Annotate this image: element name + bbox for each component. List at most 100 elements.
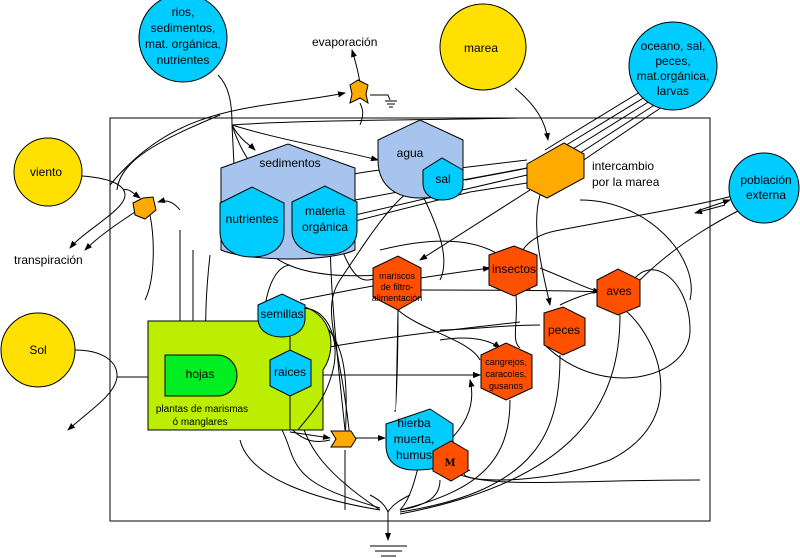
storage-raices[interactable]: raices bbox=[269, 349, 312, 397]
svg-text:alimentación: alimentación bbox=[372, 293, 423, 303]
flow-line bbox=[399, 479, 441, 511]
flow-line bbox=[351, 49, 361, 84]
storage-materia-organica[interactable]: materia orgánica bbox=[291, 185, 358, 256]
intercambio-label-2: por la marea bbox=[592, 175, 660, 189]
flow-line bbox=[536, 194, 552, 306]
flow-line bbox=[231, 124, 256, 151]
source-rios[interactable]: rios, sedimentos, mat. orgánica, nutrien… bbox=[138, 0, 228, 83]
flow-line bbox=[544, 269, 691, 379]
flow-line bbox=[122, 189, 141, 199]
transpiracion-label: transpiración bbox=[14, 253, 83, 267]
flow-line bbox=[449, 469, 701, 483]
consumer-microbes[interactable]: M bbox=[432, 440, 469, 482]
consumer-insectos[interactable]: insectos bbox=[488, 245, 538, 297]
consumer-peces[interactable]: peces bbox=[543, 306, 586, 356]
svg-text:M: M bbox=[444, 458, 455, 469]
producer-hojas[interactable]: hojas bbox=[164, 354, 238, 397]
heat-sink-icon bbox=[370, 545, 407, 557]
system-boundary bbox=[109, 117, 711, 522]
source-poblacion-externa[interactable]: población externa bbox=[728, 152, 800, 224]
flow-line bbox=[84, 211, 136, 251]
flow-line bbox=[239, 439, 381, 511]
flow-line bbox=[387, 494, 411, 513]
transpiration-gate-icon bbox=[132, 196, 157, 220]
flow-line bbox=[419, 189, 531, 261]
svg-text:hierba: hierba bbox=[397, 416, 431, 430]
flow-line bbox=[359, 102, 364, 126]
svg-text:peces: peces bbox=[548, 323, 580, 337]
source-viento[interactable]: viento bbox=[13, 137, 83, 207]
storage-sal[interactable]: sal bbox=[422, 157, 464, 201]
flow-line bbox=[694, 204, 726, 215]
flow-line bbox=[67, 349, 118, 431]
consumer-mariscos[interactable]: mariscos de filtro- alimentación bbox=[372, 255, 423, 311]
svg-text:aves: aves bbox=[606, 284, 631, 298]
svg-text:cangrejos,: cangrejos, bbox=[485, 357, 527, 367]
evaporation-gate-icon bbox=[349, 79, 369, 105]
svg-text:ó manglares: ó manglares bbox=[172, 417, 227, 428]
flow-line bbox=[394, 309, 399, 413]
flow-line bbox=[109, 91, 346, 186]
svg-text:nutrientes: nutrientes bbox=[226, 212, 279, 226]
flow-line bbox=[144, 214, 154, 301]
flow-line bbox=[559, 291, 599, 306]
svg-text:insectos: insectos bbox=[492, 262, 536, 276]
flow-line bbox=[399, 354, 561, 513]
svg-text:Sol: Sol bbox=[29, 343, 46, 357]
svg-text:sedimentos: sedimentos bbox=[259, 156, 320, 170]
svg-text:plantas de marismas: plantas de marismas bbox=[156, 404, 248, 415]
flow-line bbox=[449, 379, 475, 441]
storage-semillas[interactable]: semillas bbox=[257, 293, 306, 338]
flow-line bbox=[519, 195, 733, 261]
flow-line bbox=[579, 199, 692, 301]
flow-line bbox=[157, 197, 181, 211]
svg-text:viento: viento bbox=[30, 165, 62, 179]
svg-text:orgánica: orgánica bbox=[302, 220, 348, 234]
svg-text:sal: sal bbox=[435, 172, 450, 186]
svg-text:materia: materia bbox=[305, 204, 345, 218]
consumer-cangrejos[interactable]: cangrejos, caracoles, gusanos bbox=[480, 342, 533, 401]
svg-text:larvas: larvas bbox=[657, 84, 689, 98]
flow-line bbox=[369, 494, 391, 541]
svg-text:nutrientes: nutrientes bbox=[157, 53, 210, 67]
svg-text:semillas: semillas bbox=[260, 307, 303, 321]
source-oceano[interactable]: oceano, sal, peces, mat.orgánica, larvas bbox=[628, 21, 718, 111]
svg-text:raices: raices bbox=[274, 365, 306, 379]
flow-line bbox=[329, 229, 346, 431]
svg-text:mariscos: mariscos bbox=[379, 271, 416, 281]
svg-text:de filtro-: de filtro- bbox=[381, 282, 414, 292]
svg-text:externa: externa bbox=[746, 188, 786, 202]
svg-text:marea: marea bbox=[464, 41, 498, 55]
flow-line bbox=[514, 87, 550, 141]
consumer-aves[interactable]: aves bbox=[596, 268, 641, 316]
source-sol[interactable]: Sol bbox=[0, 312, 76, 388]
flow-line bbox=[399, 314, 621, 515]
evaporacion-label: evaporación bbox=[312, 35, 377, 49]
flow-line bbox=[699, 199, 731, 211]
flow-line bbox=[370, 94, 391, 101]
tide-exchange-gate[interactable] bbox=[526, 142, 585, 199]
flow-line bbox=[419, 189, 445, 281]
flow-line bbox=[639, 209, 741, 281]
svg-text:oceano, sal,: oceano, sal, bbox=[641, 39, 706, 53]
flow-line bbox=[231, 124, 379, 162]
heat-sink-icon bbox=[385, 100, 397, 108]
svg-text:mat. orgánica,: mat. orgánica, bbox=[145, 37, 221, 51]
svg-text:agua: agua bbox=[397, 146, 424, 160]
svg-text:humus: humus bbox=[396, 448, 432, 462]
flow-line bbox=[116, 114, 221, 191]
svg-text:rios,: rios, bbox=[172, 5, 195, 19]
svg-text:población: población bbox=[740, 173, 791, 187]
flow-line bbox=[464, 167, 528, 181]
svg-text:mat.orgánica,: mat.orgánica, bbox=[637, 69, 710, 83]
storage-nutrientes[interactable]: nutrientes bbox=[219, 186, 285, 258]
flow-line bbox=[397, 309, 481, 361]
svg-text:gusanos: gusanos bbox=[489, 381, 524, 391]
svg-text:hojas: hojas bbox=[186, 367, 215, 381]
intercambio-label-1: intercambio bbox=[592, 159, 654, 173]
svg-text:sedimentos,: sedimentos, bbox=[151, 21, 216, 35]
svg-text:muerta,: muerta, bbox=[394, 432, 435, 446]
flow-line bbox=[539, 267, 601, 294]
source-marea[interactable]: marea bbox=[439, 3, 527, 91]
